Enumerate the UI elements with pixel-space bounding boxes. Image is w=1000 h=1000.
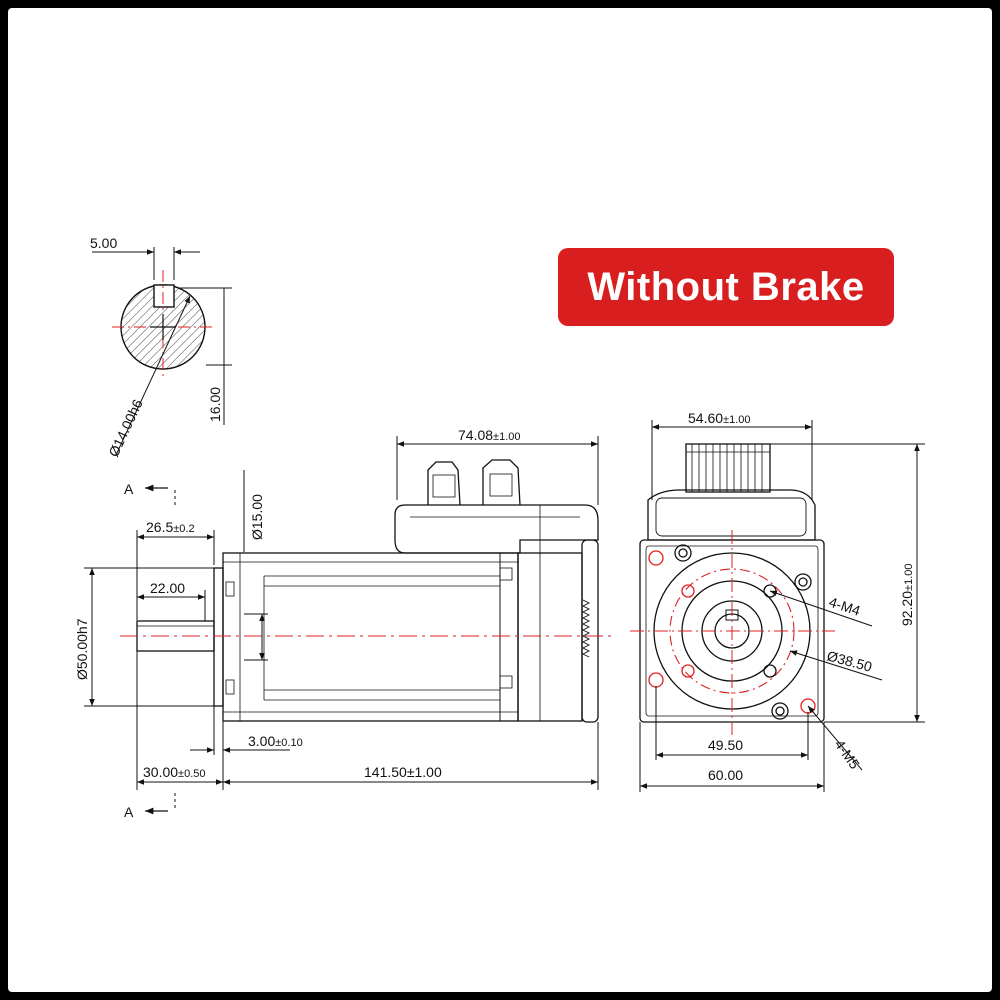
front-view [630, 420, 925, 792]
shaft-height-label: 16.00 [207, 387, 223, 422]
boss-diameter-label: Ø15.00 [249, 494, 265, 540]
pilot-spigot [213, 567, 224, 707]
thread-m4-label: 4-M4 [827, 594, 862, 619]
side-view [84, 436, 615, 815]
without-brake-badge: Without Brake [558, 248, 894, 326]
flange-width-label: 60.00 [708, 767, 743, 783]
badge-label: Without Brake [587, 264, 865, 309]
drive-section [517, 552, 583, 722]
top-length-label: 74.08±1.00 [458, 427, 521, 443]
pilot-diameter-label: Ø50.00h7 [74, 618, 90, 680]
shaft-section [92, 247, 232, 456]
motor-body [222, 552, 519, 722]
key-length-label: 22.00 [150, 580, 185, 596]
shaft-length-label: 30.00±0.50 [143, 764, 206, 780]
connector-width-label: 54.60±1.00 [688, 410, 751, 426]
technical-drawing: 5.00 16.00 Ø14.00h6 [74, 235, 925, 820]
flange-length-label: 26.5±0.2 [146, 519, 195, 535]
front-housing [647, 489, 816, 541]
bolt-circle-label: Ø38.50 [825, 647, 874, 674]
drawing-frame: Without Brake [8, 8, 992, 992]
shaft-diameter-label: Ø14.00h6 [105, 397, 146, 460]
hole-spacing-label: 49.50 [708, 737, 743, 753]
section-a-top: A [124, 481, 134, 497]
shaft-keyway [153, 284, 175, 308]
section-a-bottom: A [124, 804, 134, 820]
front-connector [685, 443, 771, 493]
spigot-label: 3.00±0.10 [248, 733, 303, 749]
key-width-label: 5.00 [90, 235, 117, 251]
total-height-label: 92.20±1.00 [899, 564, 915, 627]
thread-m5-label: 4-M5 [832, 737, 864, 772]
connector-right [482, 459, 521, 506]
connector-left [427, 461, 461, 506]
drive-housing [394, 504, 599, 554]
body-length-label: 141.50±1.00 [364, 764, 442, 780]
